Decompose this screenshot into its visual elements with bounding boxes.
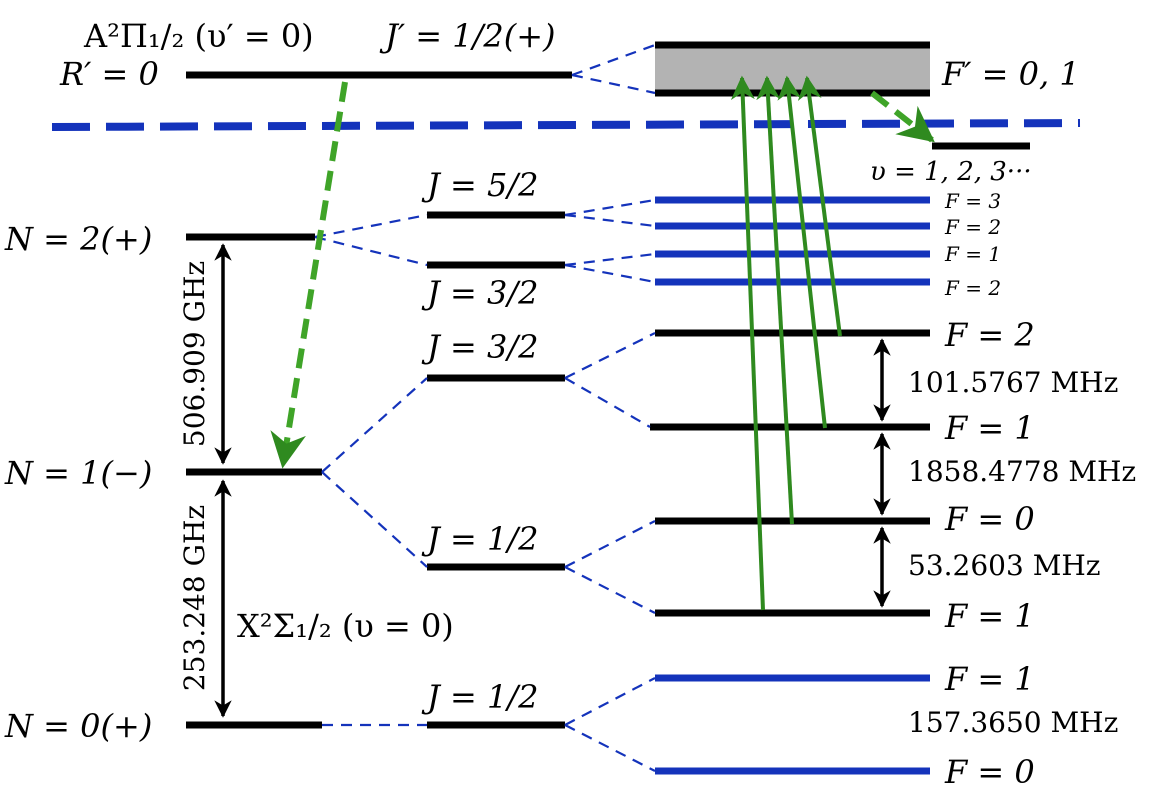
ground-state-label: X²Σ₁/₂ (υ = 0) — [237, 607, 454, 645]
n0-f1-label: F = 1 — [944, 660, 1035, 698]
n2-f1-label: F = 1 — [944, 242, 1001, 266]
n2-j52-label: J = 5/2 — [421, 166, 538, 204]
n1-connector-upper — [321, 377, 428, 473]
n1-f0-label: F = 0 — [944, 500, 1035, 538]
n2-label: N = 2(+) — [4, 220, 152, 258]
n1-j12-label: J = 1/2 — [421, 520, 538, 558]
n0-label: N = 0(+) — [4, 707, 152, 745]
laser-arrow-from-f1-lower — [730, 75, 765, 611]
rot-gap-upper-label: 506.909 GHz — [178, 261, 211, 447]
laser-arrow-from-f2 — [797, 75, 842, 337]
n2-hf-connector-4 — [564, 263, 656, 284]
n1-f1-upper-label: F = 1 — [944, 409, 1035, 447]
vibrational-boundary-line — [51, 119, 1081, 131]
n2-hf-connector-3 — [564, 252, 656, 267]
n1-hf-connector-2 — [564, 377, 651, 428]
n1-hf-connector-3 — [564, 520, 656, 568]
n0-f0-label: F = 0 — [944, 753, 1035, 791]
n0-hf-connector-2 — [564, 724, 656, 772]
n2-hf-connector-1 — [564, 198, 656, 217]
rot-gap-lower-label: 253.248 GHz — [178, 505, 211, 691]
n2-f2-lower-label: F = 2 — [944, 276, 1001, 300]
n1-j32-label: J = 3/2 — [421, 328, 538, 366]
n0-gap-label: 157.3650 MHz — [908, 706, 1118, 739]
n1-label: N = 1(−) — [4, 454, 152, 492]
n1-gap-2-label: 1858.4778 MHz — [908, 455, 1136, 488]
n2-f2-upper-label: F = 2 — [944, 215, 1001, 239]
decay-arrow-to-n1 — [270, 81, 348, 469]
n2-connector-lower — [314, 235, 428, 267]
excited-j-label: J′ = 1/2(+) — [379, 17, 556, 55]
laser-arrow-from-f0 — [756, 75, 794, 525]
n1-connector-lower — [321, 471, 428, 568]
excited-f-label: F′ = 0, 1 — [941, 55, 1080, 93]
n2-j32-label: J = 3/2 — [421, 274, 538, 312]
n1-hf-connector-4 — [564, 566, 656, 614]
excited-r-label: R′ = 0 — [59, 55, 159, 93]
vibrational-label: υ = 1, 2, 3··· — [870, 157, 1032, 187]
n0-hf-connector-1 — [564, 677, 656, 726]
excited-hyperfine-band — [655, 45, 930, 93]
n2-connector-upper — [314, 213, 428, 239]
excited-split-connector-upper — [571, 43, 656, 77]
decay-arrow-to-vibrational — [870, 90, 935, 143]
n1-hf-connector-1 — [564, 332, 656, 379]
n1-f1-lower-label: F = 1 — [944, 597, 1035, 635]
laser-arrow-from-f1-upper — [777, 75, 827, 429]
n2-f3-label: F = 3 — [944, 189, 1001, 213]
excited-split-connector-lower — [571, 73, 656, 95]
n1-f2-label: F = 2 — [944, 316, 1035, 354]
n1-gap-3-label: 53.2603 MHz — [908, 549, 1101, 582]
n2-hf-connector-2 — [564, 213, 656, 228]
n1-gap-1-label: 101.5767 MHz — [908, 366, 1118, 399]
excited-state-label: A²Π₁/₂ (υ′ = 0) — [83, 17, 314, 55]
n0-j12-label: J = 1/2 — [421, 678, 538, 716]
